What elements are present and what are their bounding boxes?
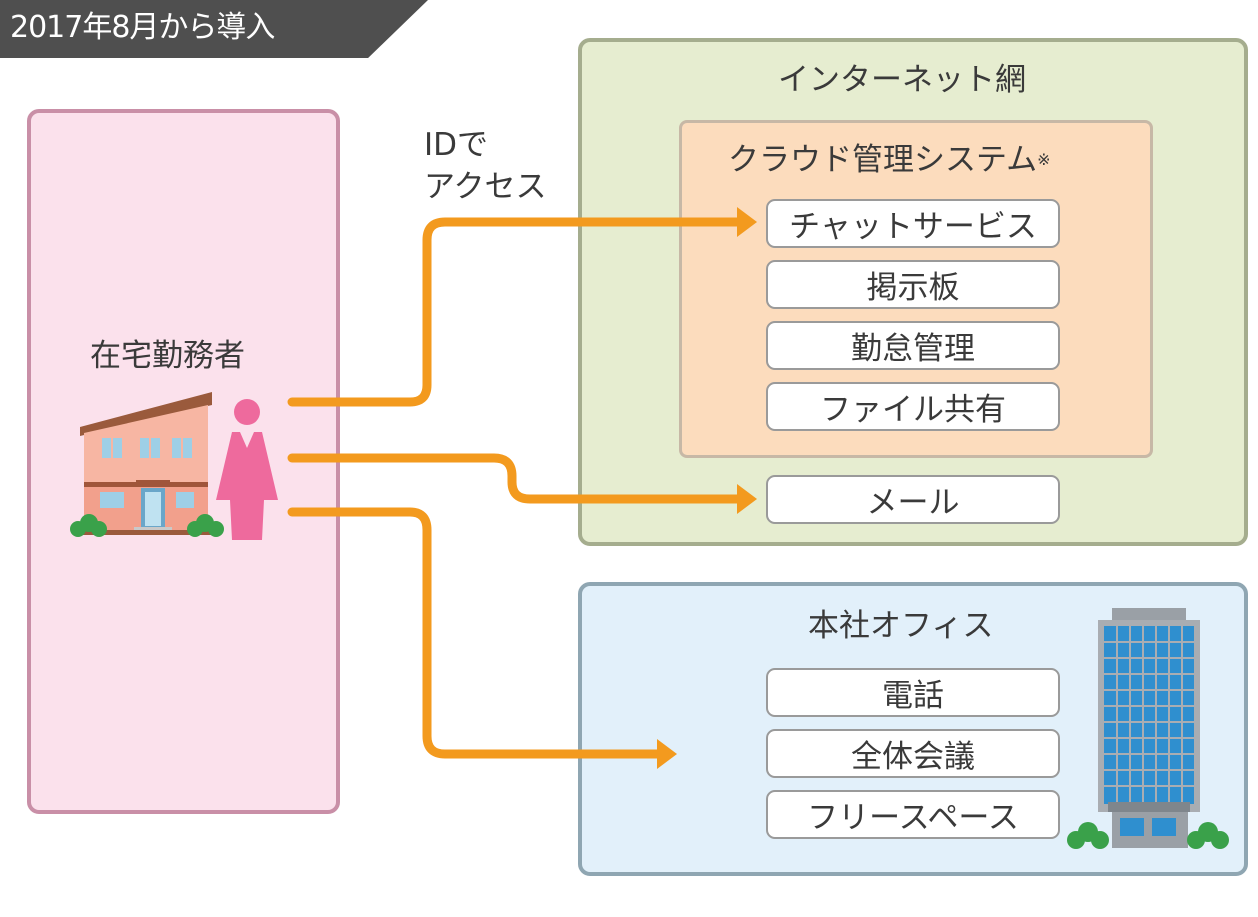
office-building-icon xyxy=(1067,608,1229,849)
house-icon xyxy=(70,392,224,537)
access-label-line1: IDで xyxy=(424,127,489,163)
banner-title: 2017年8月から導入 xyxy=(10,10,275,45)
arrow-to-chat xyxy=(287,217,747,407)
office-item-free-space: フリースペース xyxy=(766,790,1060,839)
access-label-line2: アクセス xyxy=(424,169,547,205)
office-title: 本社オフィス xyxy=(808,608,994,644)
office-item-phone: 電話 xyxy=(766,668,1060,717)
home-worker-panel xyxy=(27,109,340,814)
office-item-meeting: 全体会議 xyxy=(766,729,1060,778)
arrow-to-mail xyxy=(287,453,747,504)
cloud-item-bulletin-board: 掲示板 xyxy=(766,260,1060,309)
internet-title: インターネット網 xyxy=(778,62,1026,98)
header-banner xyxy=(0,0,428,58)
arrow-to-office xyxy=(287,507,667,759)
arrowhead-office xyxy=(657,739,677,769)
arrowhead-chat xyxy=(737,207,757,237)
cloud-item-file-sharing: ファイル共有 xyxy=(766,382,1060,431)
arrowhead-mail xyxy=(737,484,757,514)
cloud-system-title: クラウド管理システム※ xyxy=(728,140,1050,180)
home-worker-title: 在宅勤務者 xyxy=(90,338,245,374)
note-mark: ※ xyxy=(1037,150,1051,169)
person-icon xyxy=(216,399,278,540)
mail-item: メール xyxy=(766,475,1060,524)
cloud-item-attendance: 勤怠管理 xyxy=(766,321,1060,370)
cloud-system-title-text: クラウド管理システム xyxy=(728,142,1038,178)
access-label: IDで アクセス xyxy=(424,124,546,208)
cloud-item-chat: チャットサービス xyxy=(766,199,1060,248)
